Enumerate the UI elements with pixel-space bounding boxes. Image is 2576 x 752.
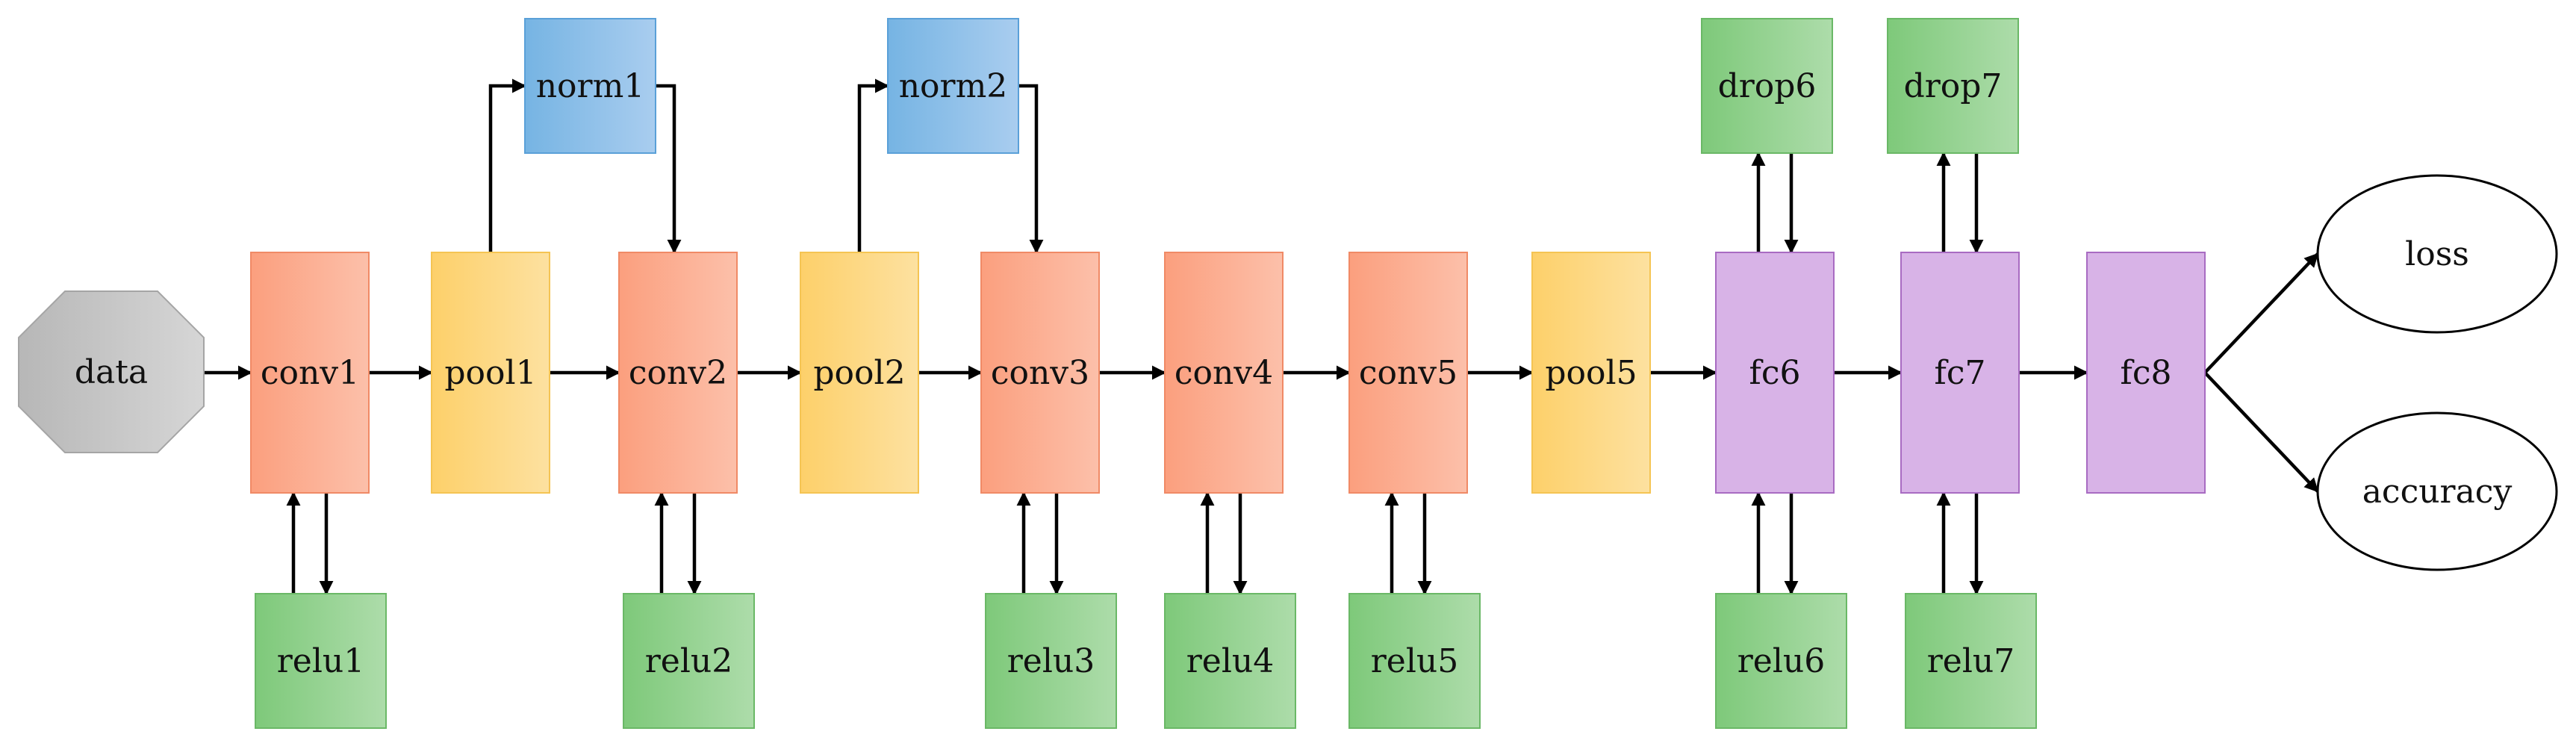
- drop6-box: [1701, 18, 1833, 154]
- node-conv3: conv3: [980, 252, 1100, 494]
- edge-pool1-to-norm1: [488, 78, 526, 252]
- node-accuracy: accuracy: [2316, 411, 2558, 571]
- relu7-box: [1905, 593, 2037, 729]
- edge-norm2-to-conv3: [1018, 84, 1044, 254]
- conv3-box: [980, 252, 1100, 494]
- node-drop7: drop7: [1887, 18, 2019, 154]
- node-relu6: relu6: [1715, 593, 1847, 729]
- norm1-label: norm1: [536, 67, 645, 105]
- pool2-box: [800, 252, 919, 494]
- relu6-box: [1715, 593, 1847, 729]
- drop7-box: [1887, 18, 2019, 154]
- node-norm1: norm1: [524, 18, 656, 154]
- node-drop6: drop6: [1701, 18, 1833, 154]
- loss-ellipse: [2316, 174, 2558, 334]
- data-octagon: [18, 290, 205, 453]
- accuracy-ellipse: [2316, 411, 2558, 571]
- relu5-label: relu5: [1371, 642, 1458, 680]
- conv5-label: conv5: [1359, 354, 1457, 392]
- fc7-box: [1900, 252, 2020, 494]
- drop7-label: drop7: [1904, 67, 2003, 105]
- edge-fc8-to-loss: [2203, 252, 2319, 374]
- edge-norm1-to-conv2: [656, 84, 682, 254]
- node-conv4: conv4: [1164, 252, 1284, 494]
- node-fc6: fc6: [1715, 252, 1835, 494]
- node-norm2: norm2: [887, 18, 1019, 154]
- pool5-label: pool5: [1545, 354, 1637, 392]
- node-relu4: relu4: [1164, 593, 1296, 729]
- node-fc8: fc8: [2086, 252, 2206, 494]
- conv2-label: conv2: [629, 354, 727, 392]
- fc7-label: fc7: [1935, 354, 1986, 392]
- pool1-box: [431, 252, 550, 494]
- conv5-box: [1348, 252, 1468, 494]
- edges: [204, 78, 2319, 595]
- relu3-label: relu3: [1007, 642, 1095, 680]
- node-data: data: [18, 290, 205, 453]
- node-relu3: relu3: [985, 593, 1117, 729]
- relu4-box: [1164, 593, 1296, 729]
- node-conv5: conv5: [1348, 252, 1468, 494]
- conv4-box: [1164, 252, 1284, 494]
- pool5-box: [1531, 252, 1651, 494]
- accuracy-label: accuracy: [2362, 473, 2513, 511]
- node-conv2: conv2: [618, 252, 738, 494]
- node-loss: loss: [2316, 174, 2558, 334]
- norm2-label: norm2: [899, 67, 1008, 105]
- node-fc7: fc7: [1900, 252, 2020, 494]
- relu3-box: [985, 593, 1117, 729]
- conv4-label: conv4: [1175, 354, 1273, 392]
- fc6-label: fc6: [1749, 354, 1801, 392]
- relu2-box: [623, 593, 755, 729]
- conv1-label: conv1: [261, 354, 359, 392]
- relu7-label: relu7: [1927, 642, 2015, 680]
- node-pool1: pool1: [431, 252, 550, 494]
- drop6-label: drop6: [1718, 67, 1817, 105]
- node-pool2: pool2: [800, 252, 919, 494]
- norm1-box: [524, 18, 656, 154]
- node-relu7: relu7: [1905, 593, 2037, 729]
- node-pool5: pool5: [1531, 252, 1651, 494]
- conv1-box: [250, 252, 370, 494]
- pool1-label: pool1: [444, 354, 536, 392]
- fc6-box: [1715, 252, 1835, 494]
- node-relu2: relu2: [623, 593, 755, 729]
- relu4-label: relu4: [1186, 642, 1274, 680]
- data-label: data: [75, 353, 148, 391]
- relu1-box: [255, 593, 387, 729]
- norm2-box: [887, 18, 1019, 154]
- fc8-box: [2086, 252, 2206, 494]
- conv2-box: [618, 252, 738, 494]
- fc8-label: fc8: [2121, 354, 2172, 392]
- relu1-label: relu1: [277, 642, 364, 680]
- relu6-label: relu6: [1737, 642, 1825, 680]
- node-relu5: relu5: [1348, 593, 1481, 729]
- edge-fc8-to-accuracy: [2203, 371, 2319, 493]
- conv3-label: conv3: [991, 354, 1089, 392]
- node-relu1: relu1: [255, 593, 387, 729]
- relu2-label: relu2: [645, 642, 732, 680]
- edge-pool2-to-norm2: [857, 78, 889, 252]
- loss-label: loss: [2405, 235, 2469, 273]
- nodes: data conv1 pool1 norm1 conv2 pool2 norm2 conv3 c…: [18, 18, 2558, 729]
- node-conv1: conv1: [250, 252, 370, 494]
- pool2-label: pool2: [813, 354, 905, 392]
- relu5-box: [1348, 593, 1481, 729]
